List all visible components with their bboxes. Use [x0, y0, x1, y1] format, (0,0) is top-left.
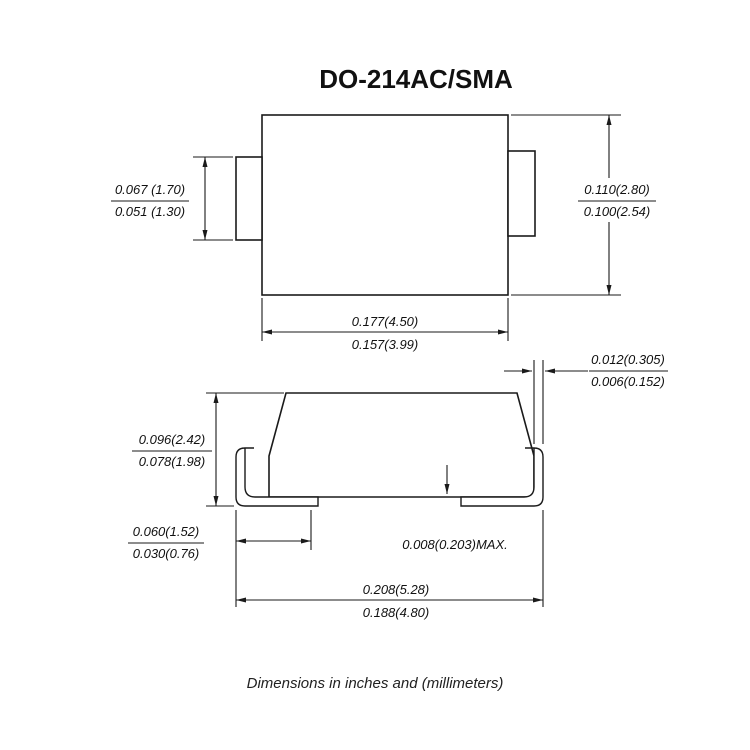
dim-value-standoff: 0.008(0.203)MAX.: [402, 537, 508, 552]
side-view-right-lead: [460, 447, 544, 507]
dim-side-body-height: 0.096(2.42) 0.078(1.98): [132, 392, 284, 507]
top-view-left-lead: [235, 156, 263, 241]
top-view-right-lead: [507, 150, 536, 237]
footer-caption: Dimensions in inches and (millimeters): [247, 675, 504, 692]
dim-top-body-height: 0.110(2.80) 0.100(2.54): [511, 114, 656, 296]
dim-value-mm: 0.188(4.80): [363, 605, 430, 620]
dim-standoff: 0.008(0.203)MAX.: [402, 465, 508, 552]
dim-value-mm: 0.157(3.99): [352, 337, 419, 352]
dim-value-mm: 0.030(0.76): [133, 546, 200, 561]
dim-value-mm: 0.006(0.152): [591, 374, 665, 389]
dim-value-inches: 0.208(5.28): [363, 582, 430, 597]
top-view-body: [261, 114, 509, 296]
dim-value-inches: 0.067 (1.70): [115, 182, 185, 197]
dim-value-inches: 0.060(1.52): [133, 524, 200, 539]
top-view: [235, 114, 536, 296]
side-view-body: [268, 392, 535, 498]
side-view: [235, 392, 544, 507]
dim-value-inches: 0.096(2.42): [139, 432, 206, 447]
dim-value-mm: 0.051 (1.30): [115, 204, 185, 219]
dim-value-mm: 0.078(1.98): [139, 454, 206, 469]
dim-value-mm: 0.100(2.54): [584, 204, 651, 219]
dim-value-inches: 0.012(0.305): [591, 352, 665, 367]
dim-top-body-width: 0.177(4.50) 0.157(3.99): [261, 298, 509, 352]
dim-foot-length: 0.060(1.52) 0.030(0.76): [128, 510, 312, 607]
dim-top-lead-width: 0.067 (1.70) 0.051 (1.30): [111, 156, 233, 241]
side-view-left-lead: [235, 447, 319, 507]
dim-lead-thickness: 0.012(0.305) 0.006(0.152): [504, 352, 668, 444]
dim-value-inches: 0.110(2.80): [584, 182, 650, 197]
dim-value-inches: 0.177(4.50): [352, 314, 419, 329]
page-title: DO-214AC/SMA: [319, 64, 513, 94]
dim-overall-width: 0.208(5.28) 0.188(4.80): [236, 510, 544, 620]
